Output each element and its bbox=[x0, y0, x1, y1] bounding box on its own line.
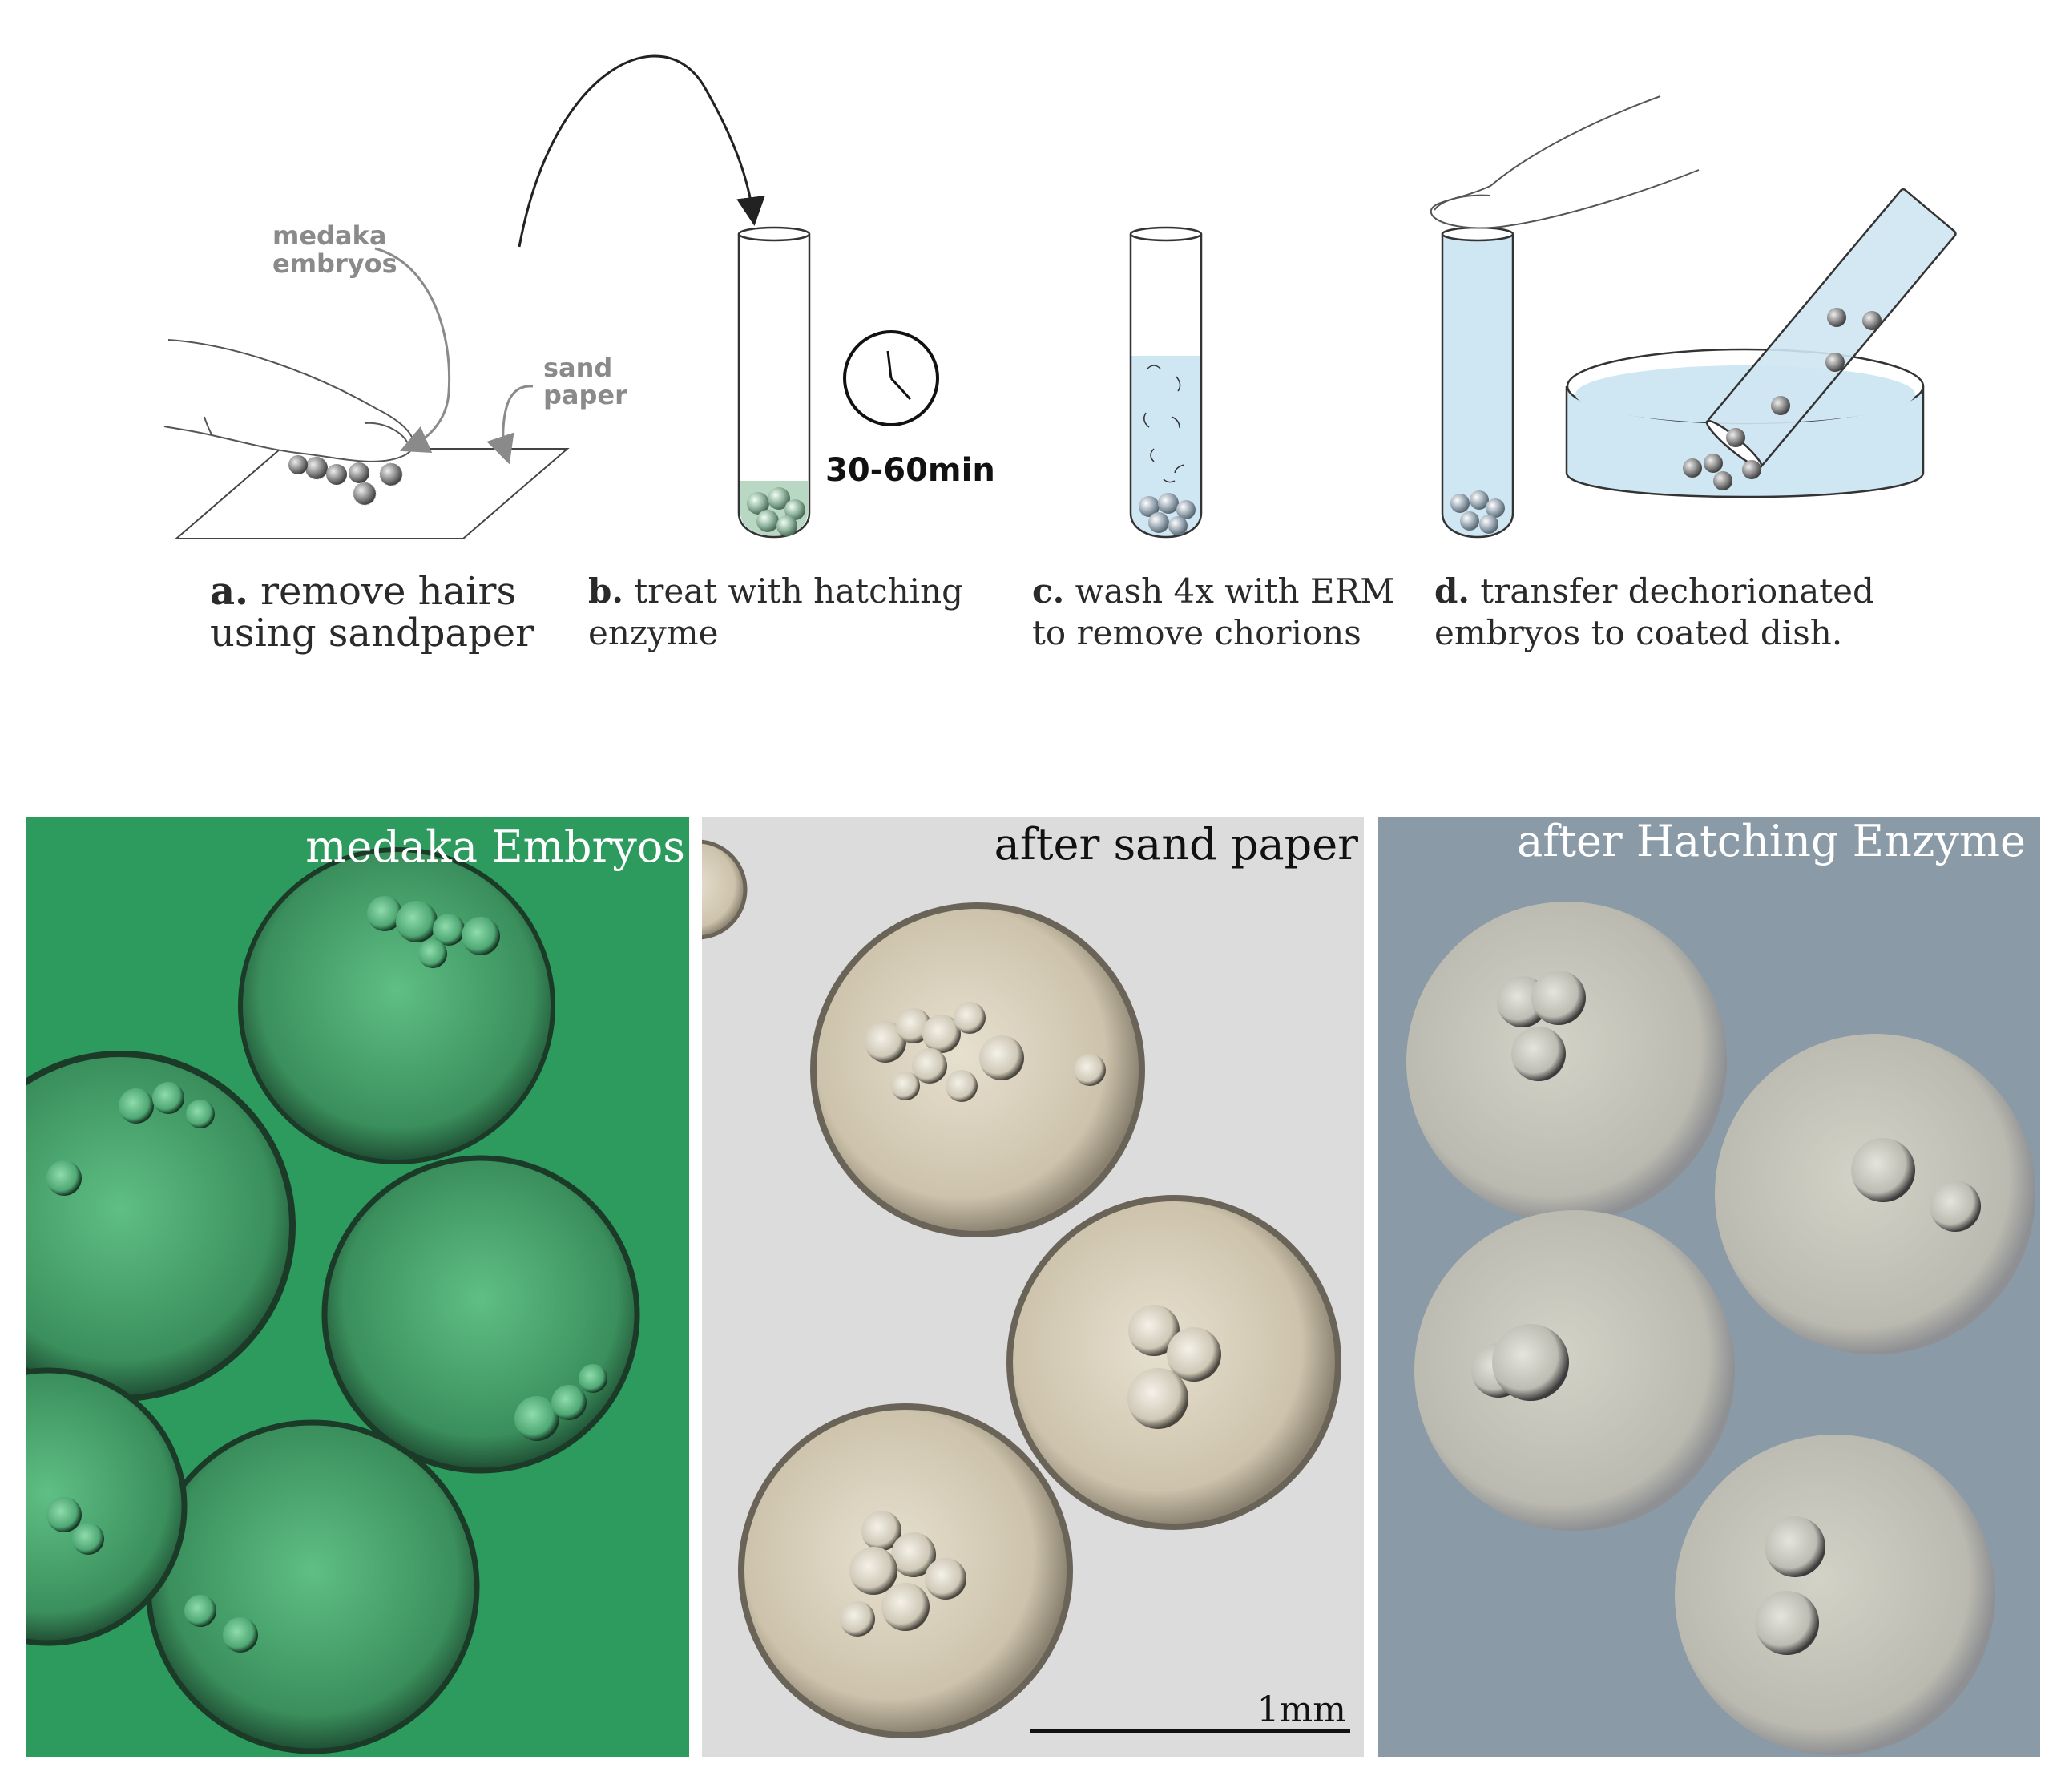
caption-a-line1: remove hairs bbox=[260, 569, 517, 614]
step-b-illustration: 30-60min bbox=[737, 226, 995, 539]
caption-d-letter: d. bbox=[1434, 571, 1470, 611]
panel-1-title: medaka Embryos bbox=[305, 821, 685, 872]
tube-c bbox=[1129, 234, 1203, 539]
embryo-photo-1 bbox=[26, 847, 640, 1754]
sandpaper-pointer-arrow bbox=[486, 385, 534, 465]
embryo-photo-2 bbox=[702, 839, 1341, 1738]
caption-d-line2: embryos to coated dish. bbox=[1434, 613, 1843, 652]
panel-2-title: after sand paper bbox=[994, 819, 1359, 870]
finger-d bbox=[1430, 95, 1700, 229]
caption-d-line1: transfer dechorionated bbox=[1480, 571, 1874, 611]
photo-panel-after-sand-paper: after sand paper 1mm bbox=[702, 817, 1364, 1757]
caption-c-line2: to remove chorions bbox=[1032, 613, 1361, 652]
scale-bar-label: 1mm bbox=[1257, 1689, 1346, 1730]
caption-c-letter: c. bbox=[1032, 571, 1065, 611]
chorion-shells bbox=[1143, 365, 1185, 483]
label-sand: sand bbox=[543, 353, 612, 383]
photo-panel-medaka-embryos: medaka Embryos bbox=[26, 817, 689, 1757]
caption-b-line1: treat with hatching bbox=[634, 571, 964, 611]
label-medaka: medaka bbox=[272, 220, 386, 251]
embryo-beads-d-tube bbox=[1450, 490, 1505, 534]
label-embryos: embryos bbox=[272, 248, 397, 279]
panel-3-title: after Hatching Enzyme bbox=[1517, 816, 2026, 866]
embryo-beads-c bbox=[1139, 493, 1196, 535]
caption-a-letter: a. bbox=[210, 569, 248, 614]
embryo-beads-d-dish bbox=[1683, 308, 1882, 490]
caption-c: c. wash 4x with ERM to remove chorions bbox=[1032, 571, 1394, 654]
clock-icon bbox=[843, 330, 939, 426]
finger-outline bbox=[163, 339, 414, 462]
tube-b bbox=[737, 234, 811, 539]
photo-panel-after-hatching-enzyme: after Hatching Enzyme bbox=[1378, 816, 2040, 1757]
transfer-arrow bbox=[518, 54, 765, 248]
caption-b: b. treat with hatching enzyme bbox=[588, 571, 963, 654]
incubation-time: 30-60min bbox=[825, 452, 995, 489]
embryo-beads-b bbox=[747, 487, 805, 536]
caption-a: a. remove hairs using sandpaper bbox=[210, 571, 534, 654]
embryo-pointer-arrow bbox=[374, 247, 451, 453]
caption-b-line2: enzyme bbox=[588, 613, 719, 652]
caption-c-line1: wash 4x with ERM bbox=[1075, 571, 1395, 611]
caption-a-line2: using sandpaper bbox=[210, 611, 534, 656]
caption-b-letter: b. bbox=[588, 571, 623, 611]
step-c-illustration bbox=[1129, 226, 1203, 539]
step-d-illustration bbox=[1430, 95, 1957, 539]
caption-d: d. transfer dechorionated embryos to coa… bbox=[1434, 571, 1874, 654]
label-paper: paper bbox=[543, 380, 627, 410]
step-a-illustration: medaka embryos sand paper bbox=[163, 220, 627, 539]
embryo-photo-3 bbox=[1406, 902, 2035, 1755]
embryo-beads-a bbox=[288, 455, 403, 506]
